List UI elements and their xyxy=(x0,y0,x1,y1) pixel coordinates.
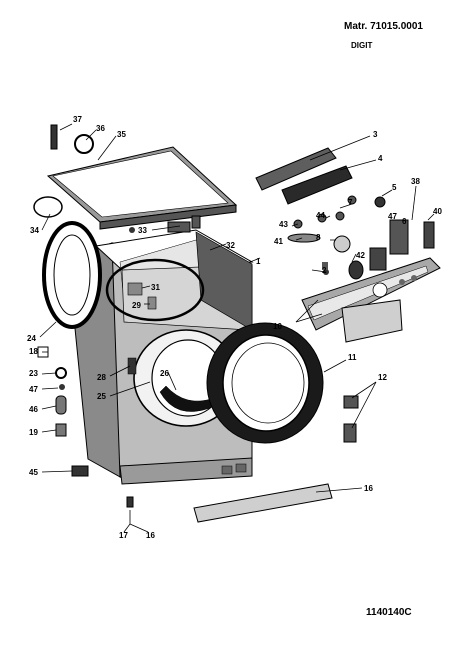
callout-22: 23 xyxy=(29,369,38,378)
callout-4: 4 xyxy=(378,154,383,163)
drawing-code: 1140140C xyxy=(366,607,412,618)
callout-23: 24 xyxy=(27,334,36,343)
callout-25: 26 xyxy=(160,369,169,378)
callout-labels: 37 36 35 3 4 5 38 40 7 44 43 8 41 42 47 … xyxy=(27,115,442,540)
detergent-drawer-part xyxy=(341,299,403,343)
callout-12: 12 xyxy=(378,373,387,382)
top-lid-part xyxy=(46,146,238,230)
control-panel-part xyxy=(301,257,441,331)
kickplate-part xyxy=(193,483,333,523)
callout-17: 17 xyxy=(119,531,128,540)
callout-38: 40 xyxy=(433,207,442,216)
callout-3: 3 xyxy=(373,130,378,139)
callout-34: 35 xyxy=(117,130,126,139)
parts-drawing xyxy=(33,124,441,524)
callout-2: 2 xyxy=(322,266,327,275)
callout-1: 1 xyxy=(256,257,261,266)
callout-19: 19 xyxy=(29,428,38,437)
callout-18: 18 xyxy=(29,347,38,356)
callout-43: 44 xyxy=(316,211,325,220)
callout-45: 46 xyxy=(29,405,38,414)
callout-35: 36 xyxy=(96,124,105,133)
callout-40: 41 xyxy=(274,237,283,246)
callout-24: 25 xyxy=(97,392,106,401)
callout-33: 34 xyxy=(30,226,39,235)
callout-11: 11 xyxy=(348,353,357,362)
callout-36: 37 xyxy=(73,115,82,124)
callout-41: 42 xyxy=(356,251,365,260)
door-part xyxy=(206,322,324,444)
callout-8: 8 xyxy=(316,233,321,242)
material-number: Matr. 71015.0001 xyxy=(344,21,423,32)
electronic-module-part xyxy=(281,165,353,205)
callout-28: 29 xyxy=(132,301,141,310)
callout-18b: 16 xyxy=(146,531,155,540)
callout-42: 43 xyxy=(279,220,288,229)
callout-31: 32 xyxy=(226,241,235,250)
rear-gasket-part xyxy=(42,221,102,329)
callout-5: 5 xyxy=(392,183,397,192)
callout-37: 38 xyxy=(411,177,420,186)
model-name: DIGIT xyxy=(351,41,373,50)
callout-10: 10 xyxy=(273,322,282,331)
callout-29: 31 xyxy=(151,283,160,292)
leader-lines xyxy=(39,123,435,533)
callout-46: 47 xyxy=(29,385,38,394)
callout-16: 16 xyxy=(364,484,373,493)
callout-44: 45 xyxy=(29,468,38,477)
circuit-board-part xyxy=(255,147,337,191)
callout-7: 7 xyxy=(348,198,353,207)
callout-26: 28 xyxy=(97,373,106,382)
knob-parts xyxy=(129,195,435,280)
callout-32: 33 xyxy=(138,226,147,235)
callout-6: 6 xyxy=(402,217,407,226)
callout-47: 47 xyxy=(388,212,397,221)
